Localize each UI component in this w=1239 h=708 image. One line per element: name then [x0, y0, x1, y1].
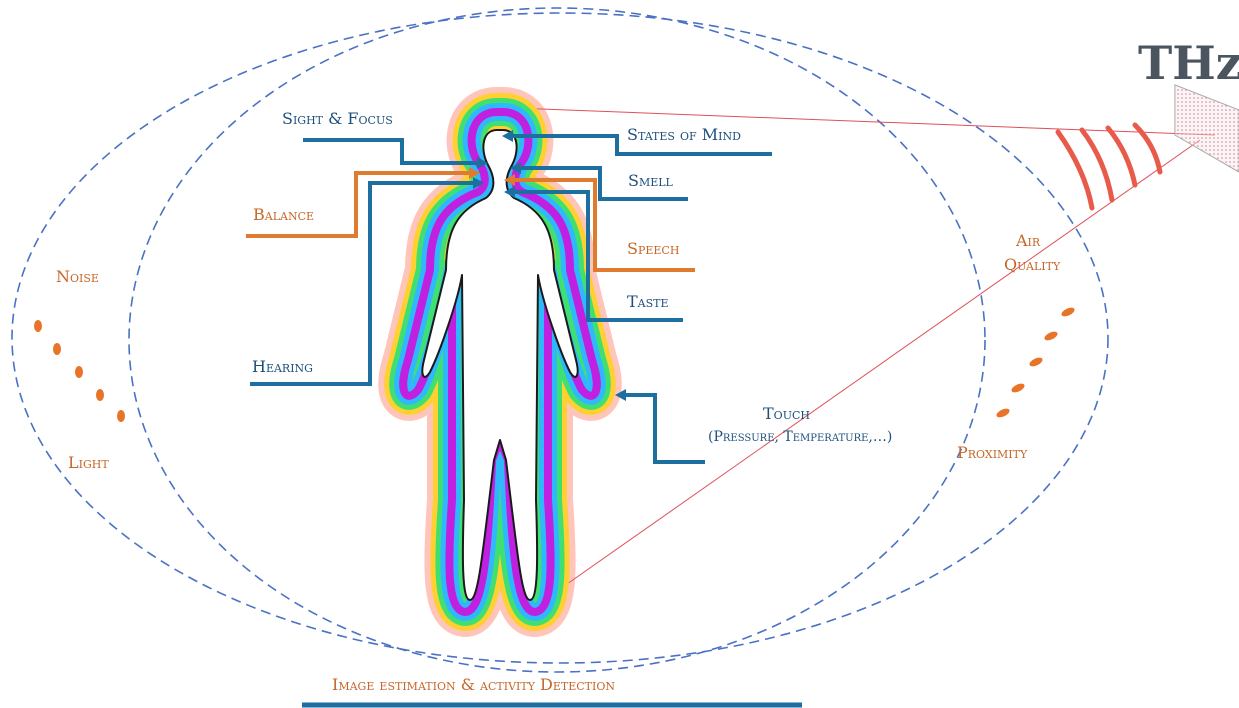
- beam-line-bottom: [530, 140, 1200, 610]
- label-balance: Balance: [253, 206, 314, 224]
- label-sight-focus: Sight & Focus: [282, 110, 393, 128]
- label-image-estimation: Image estimation & activity Detection: [332, 676, 615, 694]
- human-aura-figure: [403, 112, 596, 612]
- label-speech: Speech: [627, 240, 679, 258]
- noise-light-dots: [34, 320, 125, 422]
- label-air: Air: [1016, 232, 1040, 250]
- label-hearing: Hearing: [252, 358, 313, 376]
- label-light: Light: [68, 454, 109, 472]
- label-states-of-mind: States of Mind: [627, 126, 741, 144]
- proximity-dots: [995, 306, 1076, 419]
- label-smell: Smell: [628, 172, 673, 190]
- label-touch-detail: (Pressure, Temperature,…): [708, 428, 892, 446]
- thz-wave-icon: [1058, 125, 1160, 208]
- label-proximity: Proximity: [957, 444, 1027, 462]
- thz-emitter-icon: [1175, 85, 1239, 172]
- label-noise: Noise: [56, 268, 99, 286]
- label-quality: Quality: [1004, 256, 1060, 274]
- label-touch: Touch: [763, 405, 810, 423]
- label-taste: Taste: [627, 293, 669, 311]
- connector-touch: [625, 395, 705, 462]
- thz-title: THz: [1138, 38, 1239, 88]
